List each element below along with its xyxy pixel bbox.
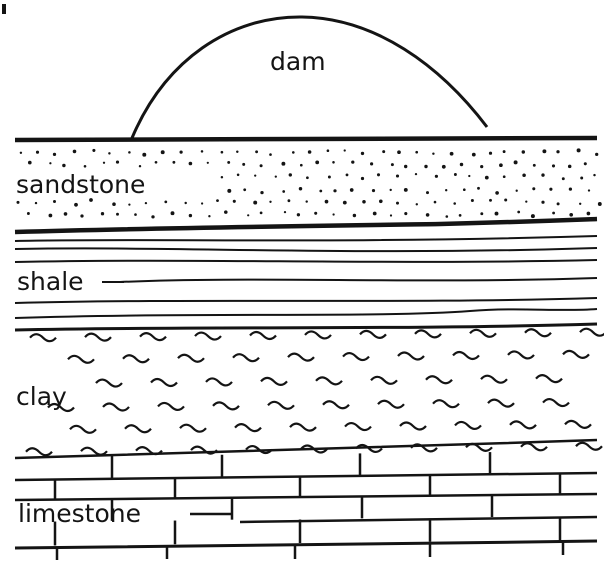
sandstone-label: sandstone — [16, 170, 145, 199]
shale-label: shale — [17, 267, 84, 296]
corner-mark — [2, 4, 6, 14]
clay-label: clay — [16, 382, 67, 411]
limestone-label: limestone — [18, 499, 141, 528]
ground-surface-line — [15, 138, 597, 140]
dam-label: dam — [270, 47, 326, 76]
